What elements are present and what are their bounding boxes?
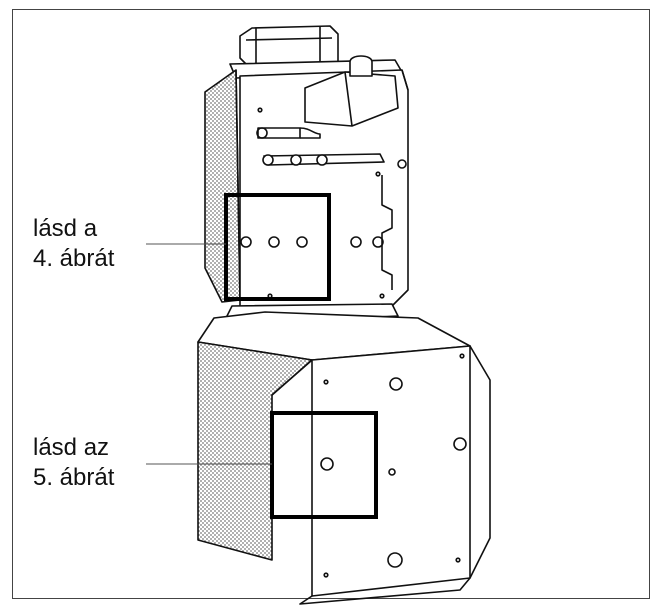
callout-line: lásd a [33, 215, 98, 242]
highlight-box-2 [270, 411, 378, 519]
lower-unit [197, 311, 491, 605]
callout-line: 4. ábrát [33, 245, 115, 272]
highlight-box-1 [224, 193, 331, 301]
callout-see-figure-4: lásd a 4. ábrát [33, 214, 114, 274]
upper-unit [204, 25, 409, 323]
callout-line: 5. ábrát [33, 464, 115, 491]
figure-frame [12, 9, 650, 599]
callout-line: lásd az [33, 434, 110, 461]
callout-see-figure-5: lásd az 5. ábrát [33, 433, 114, 493]
